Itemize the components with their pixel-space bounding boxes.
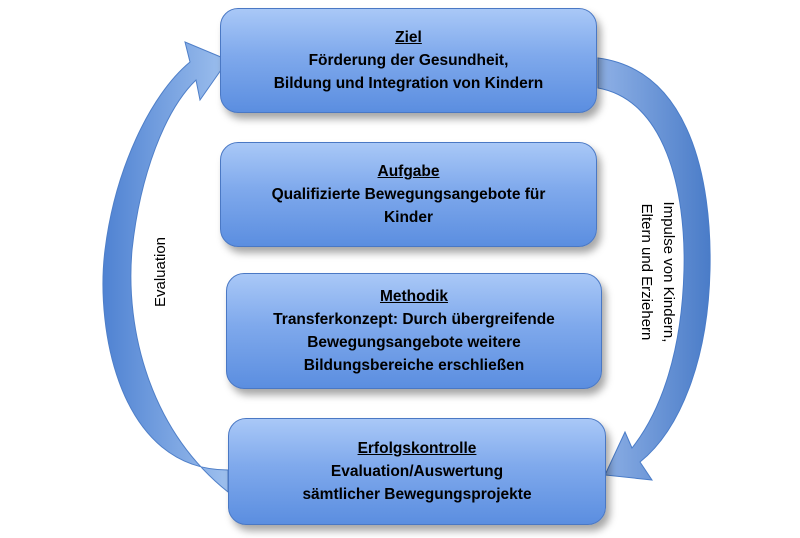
success-control-heading: Erfolgskontrolle — [357, 440, 477, 457]
right-cycle-arrow — [597, 57, 711, 481]
impulse-label-line-1: Impulse von Kindern, — [660, 201, 677, 343]
goal-line-2: Bildung und Integration von Kindern — [273, 75, 544, 92]
success-control-line-1: Evaluation/Auswertung — [330, 463, 504, 480]
task-line-1: Qualifizierte Bewegungsangebote für — [271, 186, 546, 203]
goal-heading: Ziel — [395, 29, 422, 46]
method-line-3: Bildungsbereiche erschließen — [303, 357, 525, 374]
method-line-2: Bewegungsangebote weitere — [307, 334, 521, 351]
goal-line-1: Förderung der Gesundheit, — [308, 52, 509, 69]
task-heading: Aufgabe — [377, 163, 440, 180]
impulse-label: Impulse von Kindern, Eltern und Erzieher… — [631, 187, 679, 357]
impulse-label-line-2: Eltern und Erziehern — [638, 203, 655, 341]
success-control-box: Erfolgskontrolle Evaluation/Auswertung s… — [228, 418, 606, 525]
task-box: Aufgabe Qualifizierte Bewegungsangebote … — [220, 142, 597, 247]
goal-box: Ziel Förderung der Gesundheit, Bildung u… — [220, 8, 597, 113]
method-box: Methodik Transferkonzept: Durch übergrei… — [226, 273, 602, 389]
method-heading: Methodik — [379, 288, 449, 305]
left-cycle-arrow — [102, 41, 229, 494]
method-line-1: Transferkonzept: Durch übergreifende — [273, 311, 555, 328]
evaluation-label: Evaluation — [152, 236, 169, 308]
success-control-line-2: sämtlicher Bewegungsprojekte — [302, 486, 532, 503]
task-line-2: Kinder — [383, 209, 434, 226]
